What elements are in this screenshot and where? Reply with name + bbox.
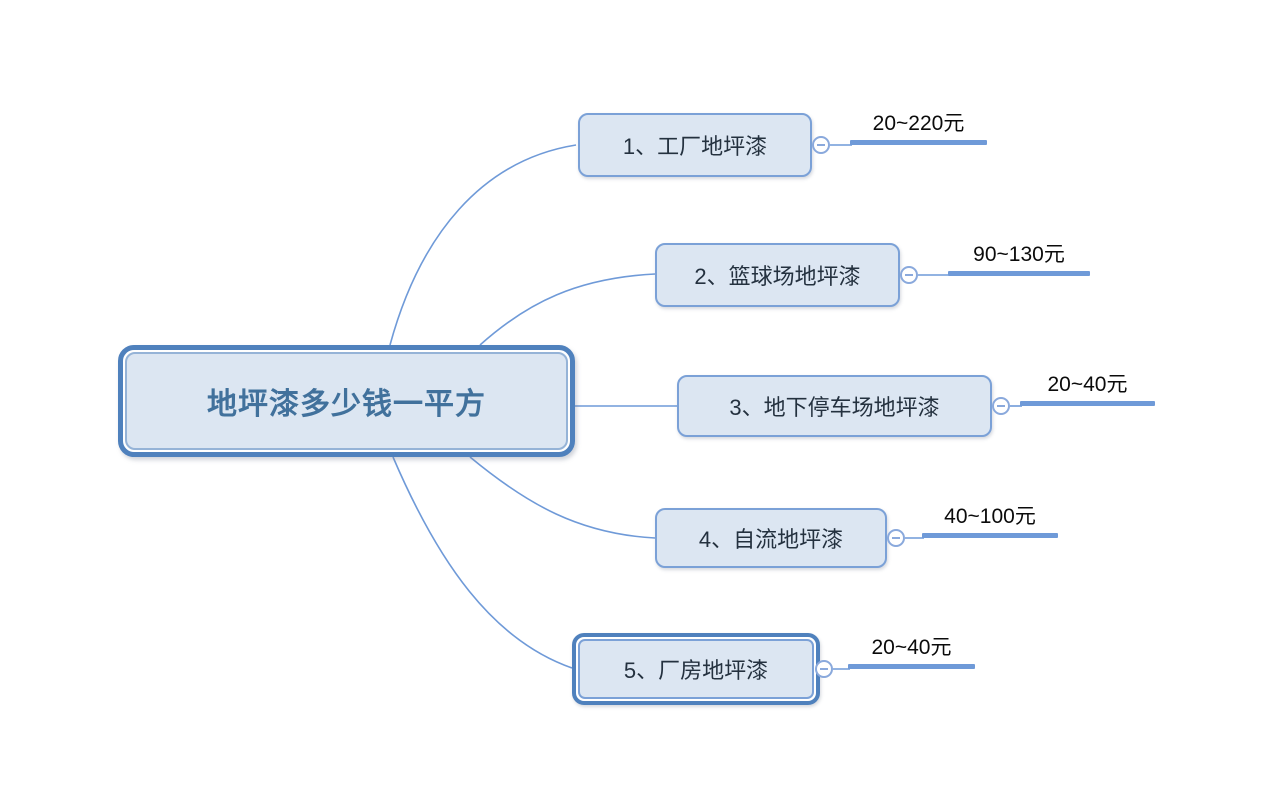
price-underline xyxy=(1020,401,1155,406)
price-topic-5[interactable]: 20~40元 xyxy=(848,634,975,669)
minus-icon xyxy=(905,274,913,276)
collapse-toggle-5[interactable] xyxy=(815,660,833,678)
topic-5-body: 5、厂房地坪漆 xyxy=(578,639,814,699)
branch-curve-4 xyxy=(469,456,656,539)
topic-1-label: 1、工厂地坪漆 xyxy=(622,134,768,159)
price-topic-1-label: 20~220元 xyxy=(872,112,965,135)
price-topic-5-label: 20~40元 xyxy=(871,636,952,659)
topic-2-label: 2、篮球场地坪漆 xyxy=(694,264,861,289)
price-underline xyxy=(848,664,975,669)
minus-icon xyxy=(997,405,1005,407)
central-topic[interactable]: 地坪漆多少钱一平方 xyxy=(118,345,575,457)
topic-3[interactable]: 3、地下停车场地坪漆 xyxy=(677,375,992,437)
price-underline xyxy=(850,140,987,145)
topic-4-label: 4、自流地坪漆 xyxy=(698,527,844,552)
price-underline xyxy=(948,271,1090,276)
central-topic-body: 地坪漆多少钱一平方 xyxy=(125,352,568,450)
minus-icon xyxy=(820,668,828,670)
topic-3-label: 3、地下停车场地坪漆 xyxy=(729,395,940,420)
topic-5-label: 5、厂房地坪漆 xyxy=(623,658,769,683)
topic-2[interactable]: 2、篮球场地坪漆 xyxy=(655,243,900,307)
price-underline xyxy=(922,533,1058,538)
collapse-toggle-4[interactable] xyxy=(887,529,905,547)
price-topic-3[interactable]: 20~40元 xyxy=(1020,371,1155,406)
topic-5[interactable]: 5、厂房地坪漆 xyxy=(572,633,820,705)
price-topic-4[interactable]: 40~100元 xyxy=(922,503,1058,538)
topic-1[interactable]: 1、工厂地坪漆 xyxy=(578,113,812,177)
price-topic-4-label: 40~100元 xyxy=(944,505,1036,528)
collapse-toggle-1[interactable] xyxy=(812,136,830,154)
minus-icon xyxy=(817,144,825,146)
price-topic-3-label: 20~40元 xyxy=(1047,373,1128,396)
price-topic-2-label: 90~130元 xyxy=(973,243,1065,266)
price-topic-2[interactable]: 90~130元 xyxy=(948,241,1090,276)
minus-icon xyxy=(892,537,900,539)
branch-curve-2 xyxy=(479,273,656,346)
topic-4[interactable]: 4、自流地坪漆 xyxy=(655,508,887,568)
price-topic-1[interactable]: 20~220元 xyxy=(850,110,987,145)
collapse-toggle-3[interactable] xyxy=(992,397,1010,415)
collapse-toggle-2[interactable] xyxy=(900,266,918,284)
central-topic-label: 地坪漆多少钱一平方 xyxy=(207,388,486,421)
branch-curve-5 xyxy=(392,456,573,669)
branch-curve-1 xyxy=(389,144,577,346)
